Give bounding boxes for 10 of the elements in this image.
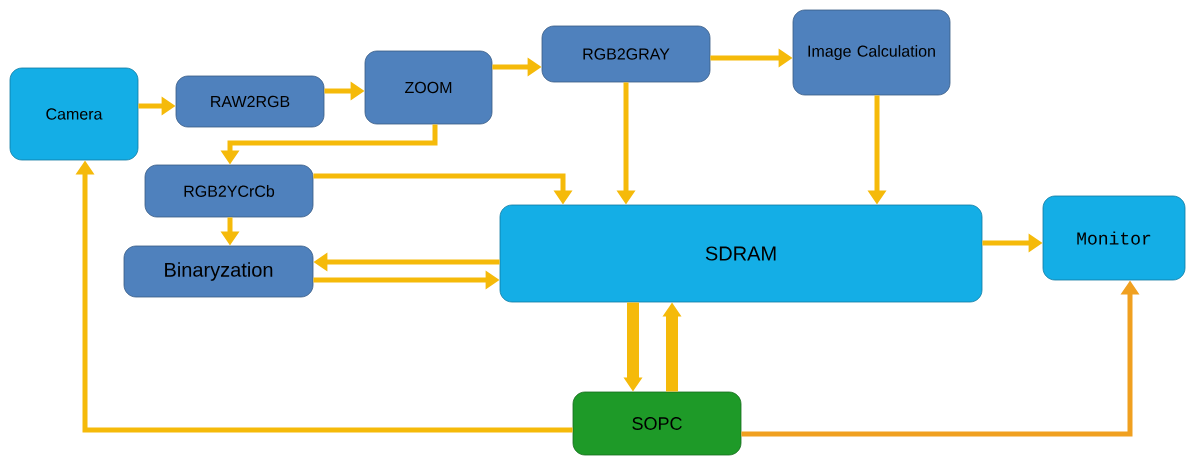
process-box: Monitor — [1042, 195, 1186, 281]
process-box: SDRAM — [499, 204, 983, 303]
process-box: Image Calculation — [792, 9, 951, 96]
process-box: Binaryzation — [123, 245, 314, 298]
process-box: RGB2YCrCb — [144, 164, 314, 218]
process-box: Camera — [9, 67, 139, 161]
process-box: RGB2GRAY — [541, 25, 711, 83]
process-box: SOPC — [572, 391, 742, 456]
process-box: RAW2RGB — [175, 75, 325, 128]
process-box: ZOOM — [364, 50, 493, 125]
